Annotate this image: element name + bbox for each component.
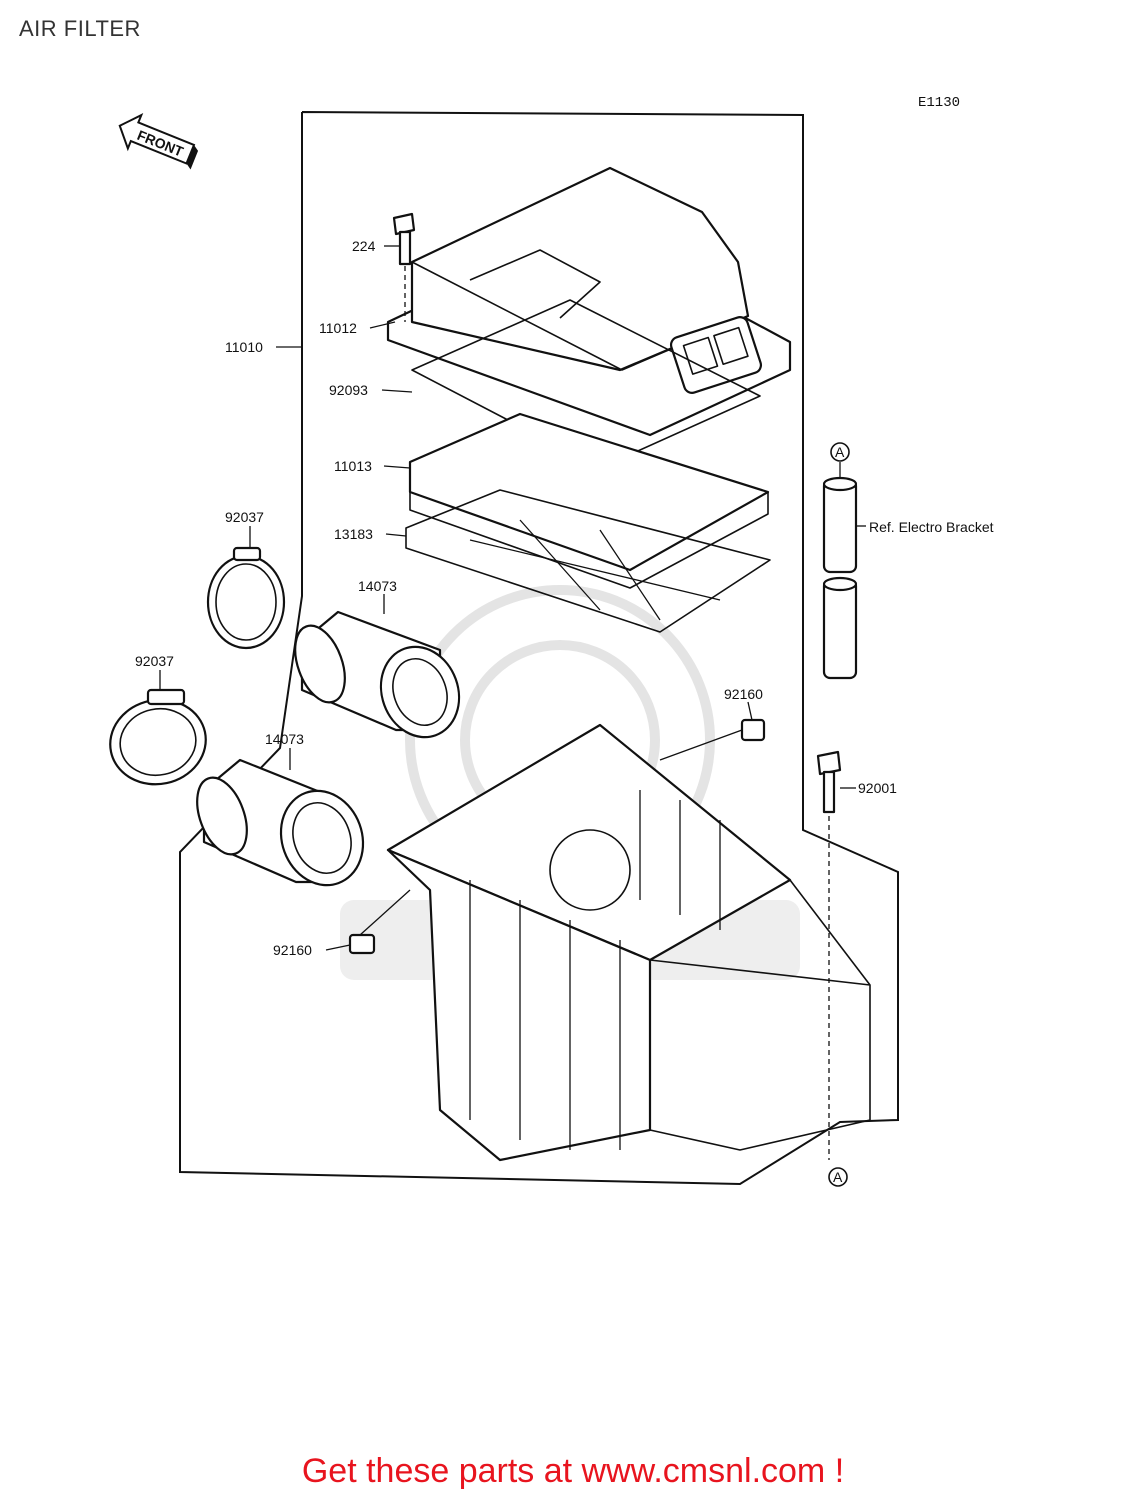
air-filter-cap bbox=[386, 166, 792, 437]
air-filter-case bbox=[386, 723, 871, 1162]
label-11013: 11013 bbox=[334, 458, 372, 474]
duct-lower bbox=[196, 758, 365, 887]
leader-lines bbox=[159, 245, 866, 951]
clamp-lower bbox=[109, 688, 207, 786]
filter-screen bbox=[405, 489, 771, 633]
svg-text:A: A bbox=[835, 444, 845, 460]
label-92160-right: 92160 bbox=[724, 686, 763, 702]
label-14073-lower: 14073 bbox=[265, 731, 304, 747]
clip-left bbox=[348, 933, 376, 955]
page-title: AIR FILTER bbox=[19, 16, 141, 41]
front-arrow-icon: FRONT bbox=[118, 113, 199, 170]
label-11010: 11010 bbox=[225, 339, 263, 355]
promo-link[interactable]: Get these parts at www.cmsnl.com ! bbox=[301, 1452, 845, 1490]
diagram-code: E1130 bbox=[918, 95, 960, 111]
svg-text:A: A bbox=[833, 1169, 843, 1185]
reference-mark-bottom: A bbox=[828, 1167, 848, 1187]
label-13183: 13183 bbox=[334, 526, 373, 542]
electro-bracket-tube bbox=[822, 462, 858, 680]
bolt-92001 bbox=[816, 750, 842, 814]
label-224: 224 bbox=[352, 238, 376, 254]
label-92093: 92093 bbox=[329, 382, 368, 398]
label-92037-lower: 92037 bbox=[135, 653, 174, 669]
reference-mark-top: A bbox=[830, 442, 850, 462]
clip-right bbox=[740, 718, 766, 742]
filter-element bbox=[408, 412, 770, 589]
duct-upper bbox=[294, 610, 461, 739]
label-11012: 11012 bbox=[319, 320, 357, 336]
label-92037-upper: 92037 bbox=[225, 509, 264, 525]
label-92001: 92001 bbox=[858, 780, 897, 796]
label-92160-left: 92160 bbox=[273, 942, 312, 958]
assembly-outline bbox=[179, 111, 899, 1186]
bolt-224 bbox=[392, 212, 416, 266]
label-14073-upper: 14073 bbox=[358, 578, 397, 594]
reference-note: Ref. Electro Bracket bbox=[869, 519, 994, 535]
clamp-upper bbox=[206, 546, 286, 650]
